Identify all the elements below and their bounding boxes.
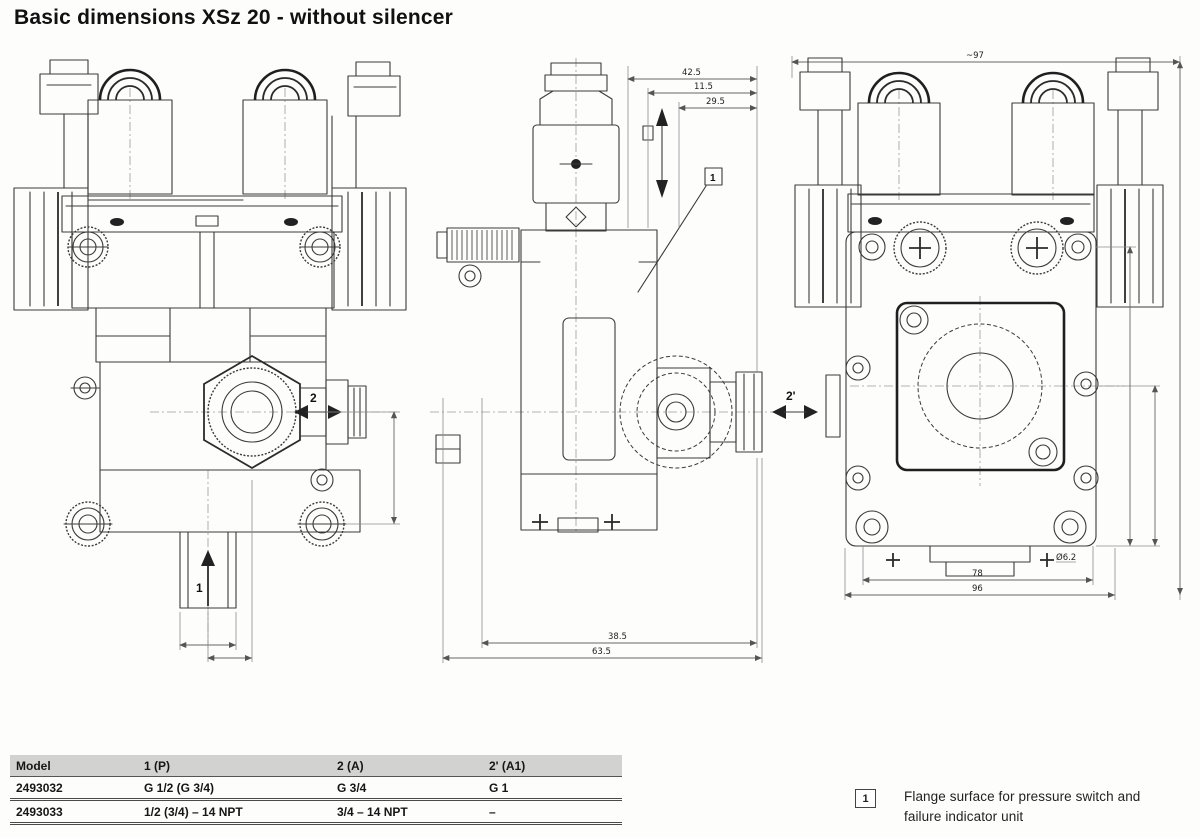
table-row: 2493033 1/2 (3/4) – 14 NPT 3/4 – 14 NPT – (10, 800, 622, 824)
table-cell: G 3/4 (337, 781, 367, 795)
cable-connector-rear-left (794, 57, 862, 308)
solenoid-coil-right (242, 68, 328, 195)
footnote-line2: failure indicator unit (904, 808, 1024, 824)
phillips-screw-left (893, 221, 947, 275)
dim-63-5: 63.5 (592, 647, 611, 657)
side-top-dims: 42.5 11.5 29.5 (627, 66, 758, 372)
manual-override (436, 227, 520, 288)
rear-right-dims (1096, 61, 1184, 595)
port1-label: 1 (196, 581, 203, 595)
side-bottom-dims: 38.5 63.5 (442, 398, 763, 663)
col-header-2a: 2 (A) (331, 755, 483, 777)
screw-mid-left (70, 376, 100, 400)
rear-body (825, 231, 1097, 547)
table-header-row: Model 1 (P) 2 (A) 2' (A1) (10, 755, 622, 777)
flange-surface (895, 301, 1066, 472)
rear-corner-screws (845, 233, 1099, 544)
rear-port-side (619, 355, 763, 469)
page-title: Basic dimensions XSz 20 - without silenc… (14, 6, 454, 29)
dim-11-5: 11.5 (694, 82, 713, 92)
table-cell: 1/2 (3/4) – 14 NPT (144, 805, 243, 819)
port2a-marker: 2' (772, 389, 818, 419)
cable-connector-right (331, 61, 407, 311)
dim-96: 96 (972, 584, 983, 594)
footnote-text: Flange surface for pressure switch and f… (904, 787, 1140, 826)
rear-bottom-dims: 78 96 Ø6.2 (844, 546, 1116, 600)
cable-connector-rear-right (1096, 57, 1164, 308)
port2-label: 2 (310, 391, 317, 405)
mounting-bracket (61, 195, 343, 233)
rear-view: ~97 (791, 51, 1184, 600)
table-row: 2493032 G 1/2 (G 3/4) G 3/4 G 1 (10, 777, 622, 800)
footnote-line1: Flange surface for pressure switch and (904, 789, 1141, 804)
lower-body-front (99, 361, 361, 533)
dim-hole: Ø6.2 (1056, 552, 1076, 563)
side-view: 2' 1 42.5 11.5 2 (430, 58, 818, 663)
front-view: 2 1 (13, 59, 407, 662)
col-header-2a1: 2' (A1) (483, 755, 622, 777)
technical-drawing: 2 1 (13, 51, 1184, 663)
table-cell: – (489, 805, 496, 819)
bottom-port1: 1 (179, 480, 253, 662)
rear-bracket (847, 193, 1095, 233)
dim-78: 78 (972, 569, 983, 579)
screw-top-right (299, 226, 341, 268)
rear-bottom-blocks (886, 545, 1054, 577)
footnote-ref-box: 1 (855, 789, 876, 808)
phillips-screw-right (1010, 221, 1064, 275)
solenoid-coil-rear-right (1011, 71, 1095, 196)
table-cell: G 1 (489, 781, 509, 795)
ref-marker-1: 1 (637, 167, 723, 293)
valve-body-side (435, 229, 658, 533)
table-cell: 2493032 (16, 781, 63, 795)
dim-42-5: 42.5 (682, 68, 701, 78)
upper-body-front (71, 231, 335, 363)
screw-bottom-left (63, 501, 113, 547)
table-cell: G 1/2 (G 3/4) (144, 781, 215, 795)
cable-connector-left (13, 59, 244, 311)
dim-38-5: 38.5 (608, 632, 627, 642)
port-spec-table: Model 1 (P) 2 (A) 2' (A1) 2493032 G 1/2 (… (10, 755, 622, 825)
screw-mid-right (310, 468, 334, 492)
dim-97: ~97 (966, 51, 984, 61)
footnote: 1 Flange surface for pressure switch and… (855, 787, 1140, 826)
screw-top-left (67, 226, 109, 268)
table-cell: 2493033 (16, 805, 63, 819)
vent-indicator (642, 108, 668, 198)
rear-top-dim: ~97 (791, 51, 1181, 600)
solenoid-coil-left (87, 68, 173, 195)
solenoid-coil-rear-left (857, 71, 941, 196)
port2a-label: 2' (786, 389, 796, 403)
col-header-1p: 1 (P) (138, 755, 331, 777)
spec-table-body: 2493032 G 1/2 (G 3/4) G 3/4 G 1 2493033 1/2 (… (10, 777, 622, 824)
table-cell: 3/4 – 14 NPT (337, 805, 408, 819)
col-header-model: Model (10, 755, 138, 777)
dim-29-5: 29.5 (706, 97, 725, 107)
solenoid-side (532, 62, 620, 232)
ref-marker-label: 1 (710, 173, 716, 184)
screw-bottom-right (297, 501, 347, 547)
